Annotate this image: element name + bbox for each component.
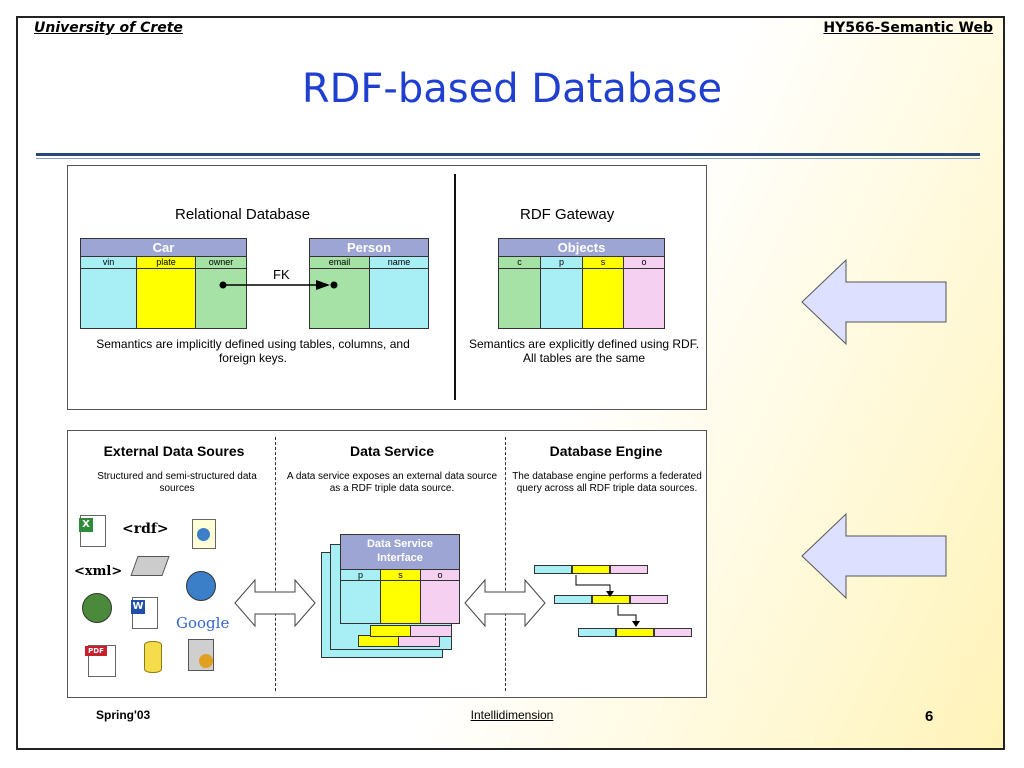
dsi-body-o xyxy=(420,580,460,624)
dsi-stack-mid-pink xyxy=(410,625,452,637)
dsi-label-1: Data Service xyxy=(366,538,434,550)
network-globe-icon xyxy=(186,571,216,601)
slide-title: RDF-based Database xyxy=(301,66,723,112)
university-label: University of Crete xyxy=(34,20,183,36)
globe-document-icon xyxy=(192,519,216,549)
foreign-key-arrow xyxy=(219,280,338,290)
objects-body-p xyxy=(540,268,583,329)
data-service-title: Data Service xyxy=(349,443,435,459)
fk-label: FK xyxy=(273,267,290,282)
pdf-icon-badge: PDF xyxy=(85,646,107,656)
objects-body-s xyxy=(582,268,624,329)
external-sources-desc: Structured and semi-structured data sour… xyxy=(97,471,257,494)
rdf-gateway-title: RDF Gateway xyxy=(520,206,615,223)
left-arrow-icon-top xyxy=(801,258,947,346)
footer-source: Intellidimension xyxy=(470,708,554,722)
google-logo: Google xyxy=(176,614,230,632)
person-table-header: Person xyxy=(309,238,429,257)
objects-body-o xyxy=(623,268,665,329)
column-divider-2 xyxy=(505,437,506,691)
pdf-icon: PDF xyxy=(85,645,116,677)
architecture-panel: External Data Soures Structured and semi… xyxy=(67,430,707,698)
footer-term: Spring'03 xyxy=(96,708,151,722)
gear-server-icon xyxy=(188,639,214,671)
car-body-plate xyxy=(136,268,196,329)
person-body-name xyxy=(369,268,429,329)
rdf-tag: <rdf> xyxy=(122,521,169,537)
car-body-owner xyxy=(195,268,247,329)
panel-divider xyxy=(454,174,456,400)
xml-tag: <xml> xyxy=(74,564,123,579)
double-arrow-icon-left xyxy=(234,578,316,628)
word-icon-badge: W xyxy=(131,600,145,614)
objects-table-header: Objects xyxy=(498,238,665,257)
fax-icon xyxy=(130,556,170,576)
car-body-vin xyxy=(80,268,137,329)
dsi-stack-mid-yellow xyxy=(370,625,412,637)
title-rule-thin xyxy=(36,158,980,159)
dsi-body-s xyxy=(380,580,421,624)
column-divider-1 xyxy=(275,437,276,691)
query-flow-arrows xyxy=(575,575,640,627)
dsi-body-p xyxy=(340,580,381,624)
excel-icon: X xyxy=(79,515,106,547)
database-engine-title: Database Engine xyxy=(549,443,663,459)
database-cylinder-icon xyxy=(144,641,162,673)
relational-db-title: Relational Database xyxy=(175,206,311,223)
double-arrow-icon-right xyxy=(464,578,546,628)
car-table-header: Car xyxy=(80,238,247,257)
dsi-header: Data Service Interface xyxy=(340,534,460,570)
query-bar-3 xyxy=(578,628,692,637)
database-engine-desc: The database engine performs a federated… xyxy=(512,471,702,494)
relational-caption: Semantics are implicitly defined using t… xyxy=(96,337,410,365)
rdf-caption: Semantics are explicitly defined using R… xyxy=(468,337,700,365)
external-sources-title: External Data Soures xyxy=(103,443,245,459)
query-bar-1 xyxy=(534,565,648,574)
word-icon: W xyxy=(131,597,158,629)
page-number: 6 xyxy=(925,708,934,725)
title-rule xyxy=(36,153,980,156)
data-service-desc: A data service exposes an external data … xyxy=(286,471,498,494)
schema-comparison-panel: Relational Database RDF Gateway Car vin … xyxy=(67,165,707,410)
course-label: HY566-Semantic Web xyxy=(823,20,993,36)
dsi-label-2: Interface xyxy=(377,552,423,564)
objects-body-c xyxy=(498,268,541,329)
excel-icon-badge: X xyxy=(79,518,93,532)
left-arrow-icon-bottom xyxy=(801,512,947,600)
server-globe-icon xyxy=(82,593,112,623)
